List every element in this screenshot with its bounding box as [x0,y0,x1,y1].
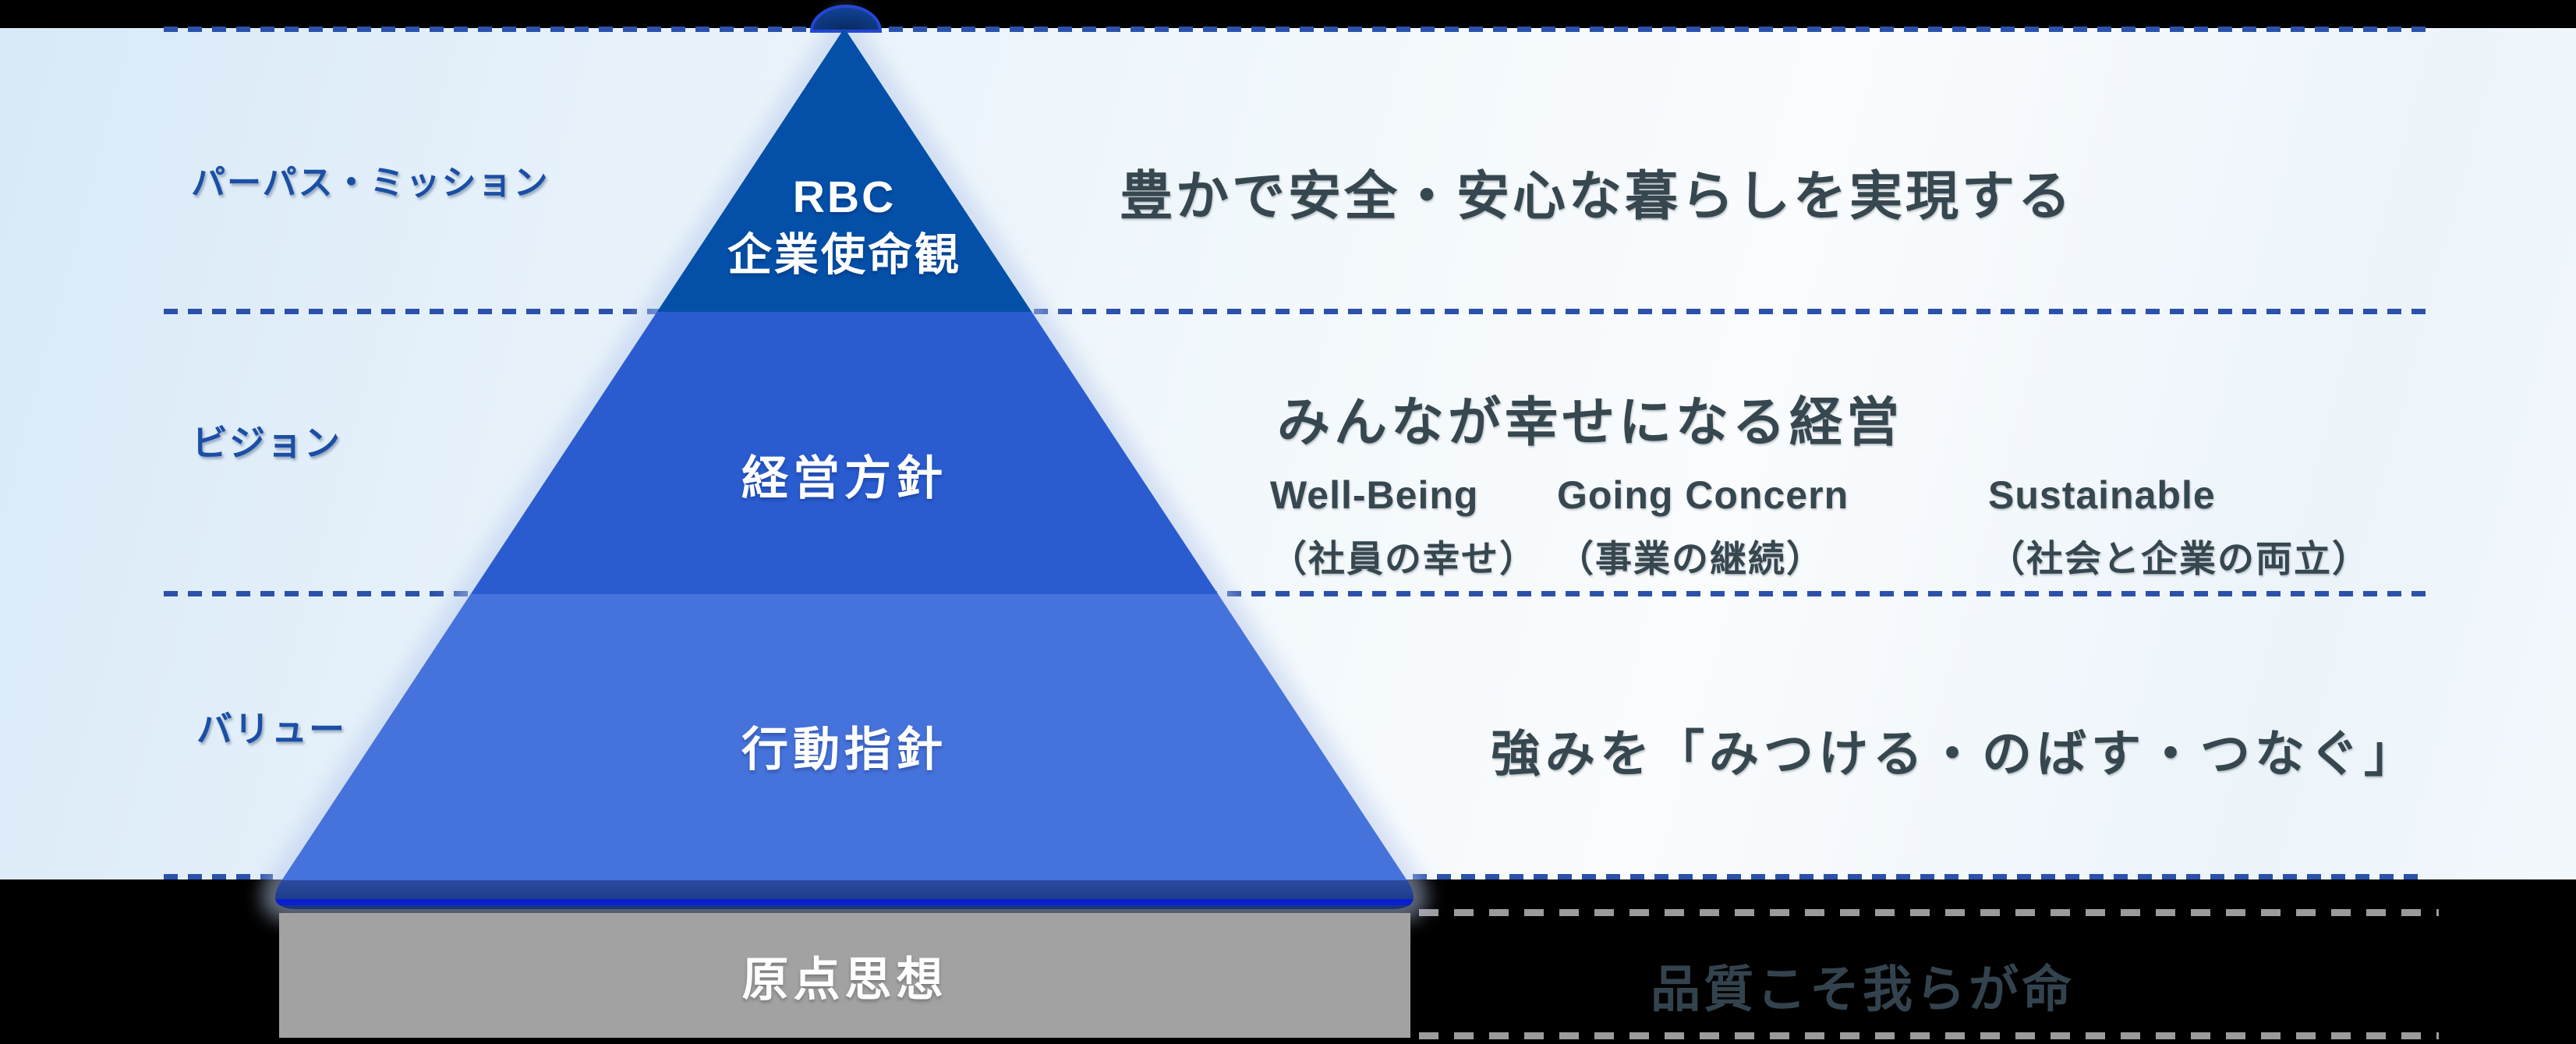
vision-pillar-sustainable-en: Sustainable [1988,473,2216,517]
pyramid-tier3-label: 行動指針 [741,724,947,776]
foundation-statement: 品質こそ我らが命 [1651,961,2075,1017]
dashed-divider-quality-top [1419,909,2439,916]
vision-pillar-sustainable: Sustainable （社会と企業の両立） [1988,472,2370,582]
pyramid-base-shadow-band [274,880,1414,909]
row-label-purpose-mission: パーパス・ミッション [191,164,550,202]
vision-pillar-going-concern: Going Concern （事業の継続） [1557,472,1849,582]
row-label-vision: ビジョン [192,423,341,463]
pyramid-tier1-line1: RBC [792,172,897,222]
value-statement: 強みを「みつける・のばす・つなぐ」 [1491,726,2419,782]
vision-pillar-sustainable-ja: （社会と企業の両立） [1988,538,2370,579]
foundation-bar-label: 原点思想 [741,953,948,1006]
dashed-divider-purpose-vision [164,309,2428,314]
vision-pillar-wellbeing: Well-Being （社員の幸せ） [1270,472,1537,582]
dashed-divider-quality-bottom [1419,1032,2439,1039]
vision-pillar-wellbeing-ja: （社員の幸せ） [1270,538,1537,579]
pyramid-tier2-label: 経営方針 [741,452,947,504]
foundation-bar: 原点思想 [279,913,1410,1038]
pyramid-tier1-label: RBC 企業使命観 [533,168,1156,284]
vision-pillar-going-concern-ja: （事業の継続） [1557,538,1824,579]
dashed-divider-value-bottom-right [1413,874,2428,879]
dashed-divider-value-bottom-left [164,874,273,879]
dashed-divider-vision-value [164,591,2428,596]
vision-pillar-wellbeing-en: Well-Being [1270,473,1479,517]
vision-statement: みんなが幸せになる経営 [1277,393,1904,452]
pyramid-tier1-line2: 企業使命観 [727,230,961,280]
row-label-value: バリュー [196,709,346,749]
pyramid-base-bright-line [274,899,1414,905]
dashed-divider-purpose-top [164,27,2428,32]
purpose-statement: 豊かで安全・安心な暮らしを実現する [1120,167,2075,226]
vision-pillar-going-concern-en: Going Concern [1557,473,1849,517]
